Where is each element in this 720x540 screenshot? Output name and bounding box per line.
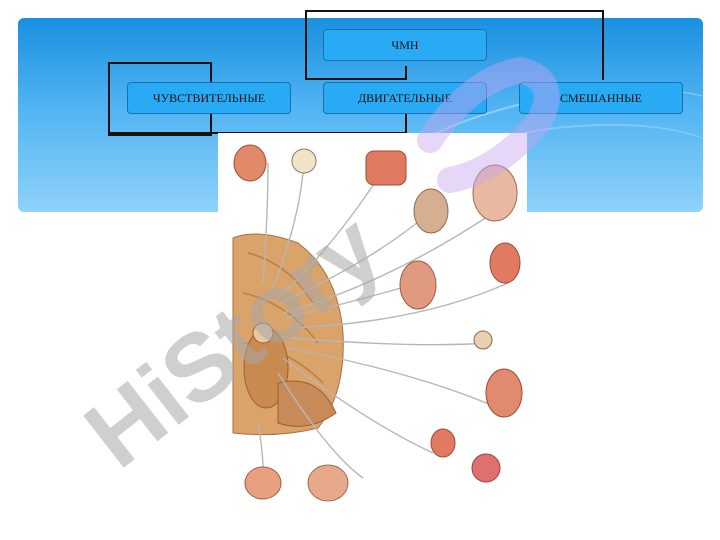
child-node-label: СМЕШАННЫЕ xyxy=(560,90,642,105)
root-bracket xyxy=(305,10,604,80)
organ-icons xyxy=(233,144,523,502)
child-node-label: ЧУВСТВИТЕЛЬНЫЕ xyxy=(152,90,266,105)
child-node-mixed: СМЕШАННЫЕ xyxy=(519,82,683,114)
cranial-nerves-illustration-svg xyxy=(232,144,523,502)
children-bracket-right xyxy=(108,112,407,134)
child-node-label: ДВИГАТЕЛЬНЫЕ xyxy=(357,90,453,105)
child-node-motor: ДВИГАТЕЛЬНЫЕ xyxy=(323,82,487,114)
cranial-nerves-illustration xyxy=(218,133,527,508)
child-node-sensory: ЧУВСТВИТЕЛЬНЫЕ xyxy=(127,82,291,114)
root-bracket-bottom xyxy=(305,66,407,80)
root-node-label: ЧМН xyxy=(391,37,419,52)
root-node: ЧМН xyxy=(323,29,487,61)
